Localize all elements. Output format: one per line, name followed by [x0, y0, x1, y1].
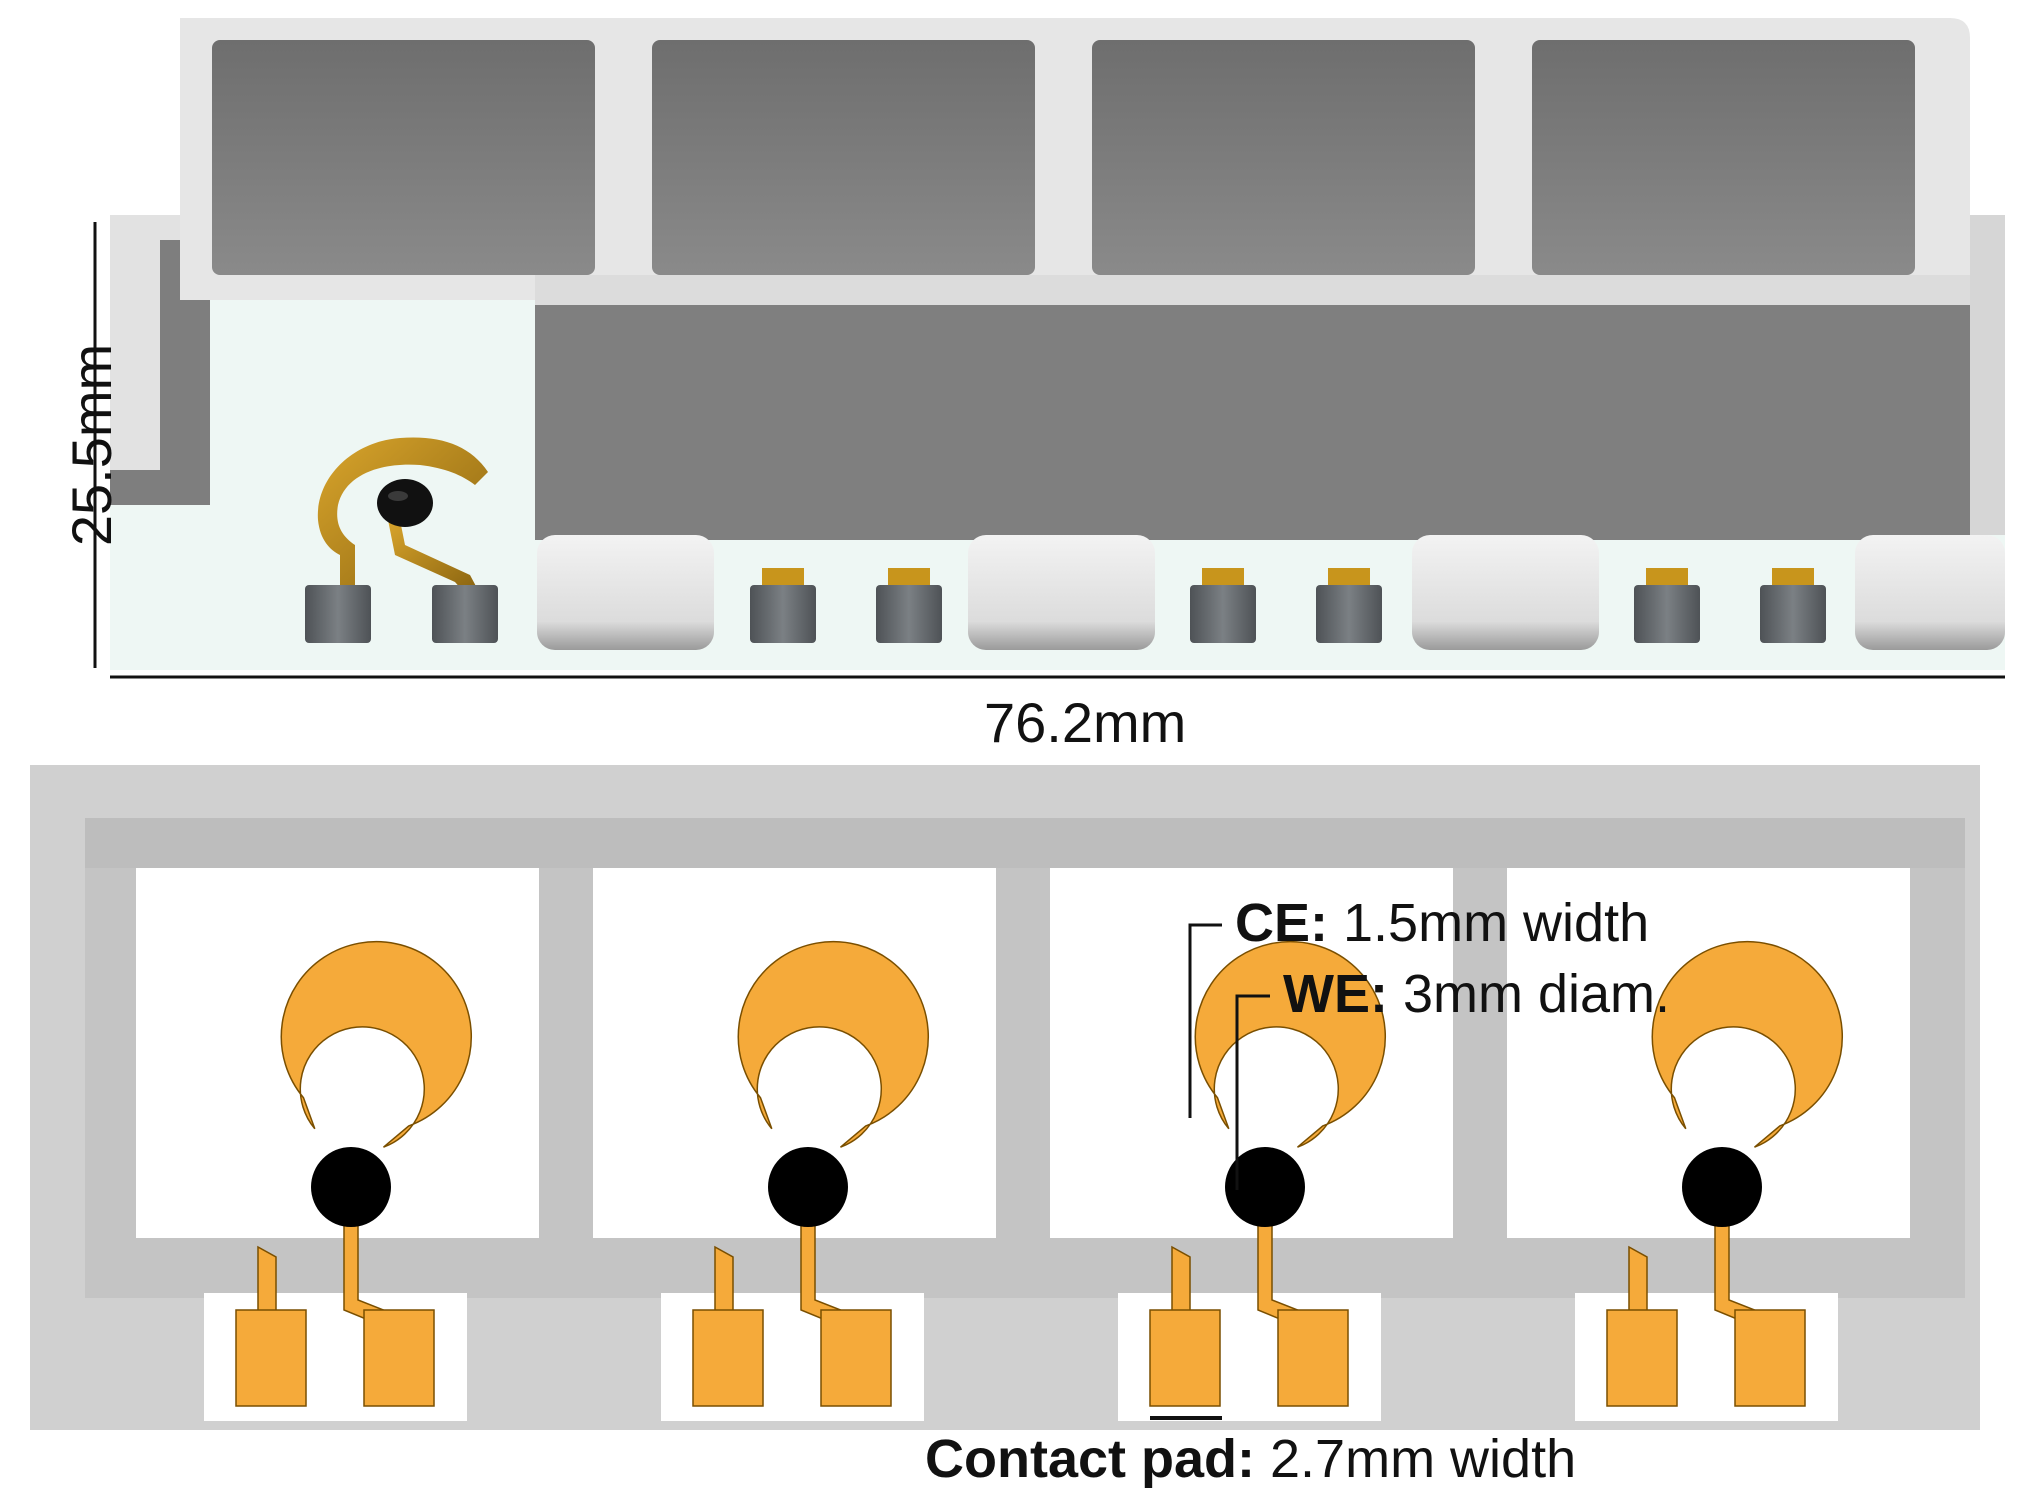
front-wall-top [535, 275, 1970, 305]
sensor-cell [1507, 868, 1910, 1421]
we-callout: WE: 3mm diam. [1283, 967, 1670, 1021]
bottom-block-3 [1412, 535, 1599, 650]
bottom-block-1 [537, 535, 714, 650]
contact-pin [305, 585, 371, 643]
well-opening-3 [1092, 40, 1475, 275]
working-electrode [1682, 1147, 1762, 1227]
pin-trace [1646, 568, 1688, 586]
render-we-dot [377, 479, 433, 527]
contact-pin [432, 585, 498, 643]
sensor-cell [1050, 868, 1453, 1421]
sensor-cell [136, 868, 539, 1421]
render-sensor [317, 437, 488, 590]
contact-pad [692, 1309, 764, 1407]
render-view [93, 18, 2005, 679]
pin-trace [762, 568, 804, 586]
counter-electrode [737, 940, 929, 1148]
sensor-cell [593, 868, 996, 1421]
ce-term: CE: [1235, 893, 1328, 953]
we-text: 3mm diam. [1402, 964, 1671, 1024]
ce-leader [1188, 923, 1222, 1118]
pin-trace [1328, 568, 1370, 586]
height-label: 25.5mm [60, 343, 123, 547]
bottom-block-4 [1855, 535, 2005, 650]
ce-text: 1.5mm width [1343, 893, 1650, 953]
contact-pad [820, 1309, 892, 1407]
render-we-trace [388, 520, 478, 590]
pin-trace [888, 568, 930, 586]
left-bracket-shadow [110, 240, 210, 505]
working-electrode [768, 1147, 848, 1227]
bottom-block-2 [968, 535, 1155, 650]
pad-term: Contact pad: [925, 1429, 1255, 1489]
pins [305, 568, 1826, 643]
well-opening-2 [652, 40, 1035, 275]
counter-electrode [280, 940, 472, 1148]
schematic-frame-inner [85, 818, 1965, 868]
we-term: WE: [1283, 964, 1388, 1024]
contact-pad [1734, 1309, 1806, 1407]
schematic-view [30, 765, 1980, 1430]
pin-trace [1772, 568, 1814, 586]
contact-pin [876, 585, 942, 643]
contact-pin [1760, 585, 1826, 643]
front-wall [535, 300, 1970, 540]
counter-electrode [1651, 940, 1843, 1148]
ce-callout: CE: 1.5mm width [1235, 896, 1649, 950]
render-we-highlight [388, 491, 408, 501]
contact-pad [235, 1309, 307, 1407]
render-ce-arc [317, 437, 488, 590]
working-electrode [1225, 1147, 1305, 1227]
contact-pin [750, 585, 816, 643]
pin-trace [1202, 568, 1244, 586]
contact-pad [1277, 1309, 1349, 1407]
pad-callout: Contact pad: 2.7mm width [925, 1432, 1576, 1486]
contact-pin [1190, 585, 1256, 643]
counter-electrode [1194, 940, 1386, 1148]
well-opening-4 [1532, 40, 1915, 275]
contact-pad [1606, 1309, 1678, 1407]
contact-pad [363, 1309, 435, 1407]
contact-pin [1634, 585, 1700, 643]
well-opening-1 [212, 40, 595, 275]
contact-pad [1149, 1309, 1221, 1407]
schematic-cells [136, 868, 1910, 1421]
contact-pin [1316, 585, 1382, 643]
width-label: 76.2mm [984, 691, 1187, 754]
working-electrode [311, 1147, 391, 1227]
we-leader [1235, 994, 1270, 1190]
pad-text: 2.7mm width [1270, 1429, 1577, 1489]
